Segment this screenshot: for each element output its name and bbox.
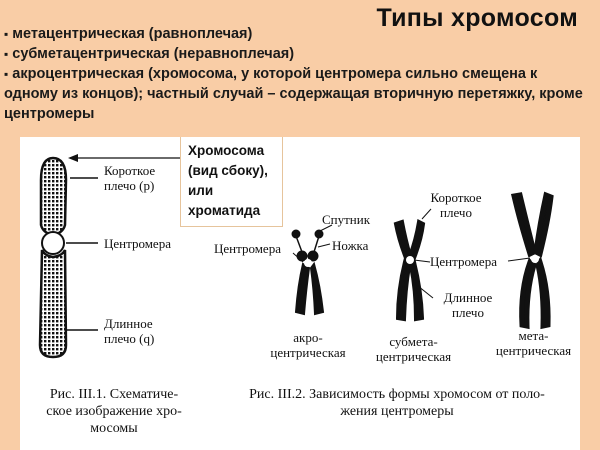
submeta-long-arm-line2: плечо <box>452 305 484 320</box>
schematic-chromosome <box>38 154 182 359</box>
submeta-long-arm-label: Длинное плечо <box>438 290 498 320</box>
long-arm-label: Длинное плечо (q) <box>104 316 154 346</box>
bullet-submetacentric: субметацентрическая (неравноплечая) <box>4 44 594 64</box>
bullet-list: метацентрическая (равноплечая) субметаце… <box>4 24 594 124</box>
submeta-centromere-label: Центромера <box>430 254 497 269</box>
stalk-label: Ножка <box>332 238 369 253</box>
figure2-caption-line1: Рис. III.2. Зависимость формы хромосом о… <box>249 387 545 402</box>
acro-centromere-label: Центромера <box>214 241 281 256</box>
short-arm-label-line2: плечо (p) <box>104 178 155 193</box>
figure2-caption-line2: жения центромеры <box>340 404 454 419</box>
satellite-label: Спутник <box>322 212 371 227</box>
callout-box: Хромосома (вид сбоку), или хроматида <box>180 137 283 227</box>
long-arm-label-line1: Длинное <box>104 316 153 331</box>
callout-line3: или <box>188 183 214 198</box>
bullet-acrocentric: акроцентрическая (хромосома, у которой ц… <box>4 64 594 124</box>
metacentric-name-line2: центрическая <box>495 343 572 358</box>
centromere-label: Центромера <box>104 236 171 251</box>
callout-line1: Хромосома <box>188 143 265 158</box>
acrocentric-name: акро- центрическая <box>258 330 358 360</box>
callout-line4: хроматида <box>188 203 261 218</box>
submeta-short-arm-label: Короткое плечо <box>426 190 486 220</box>
figure1-caption-line3: мосомы <box>90 421 138 436</box>
metacentric-name-line1: мета- <box>518 328 549 343</box>
metacentric-name: мета- центрическая <box>486 328 581 358</box>
short-arm-label: Короткое плечо (p) <box>104 163 155 193</box>
submeta-long-arm-line1: Длинное <box>443 290 493 305</box>
figure2-caption: Рис. III.2. Зависимость формы хромосом о… <box>212 386 582 420</box>
bullet-metacentric: метацентрическая (равноплечая) <box>4 24 594 44</box>
submetacentric-name: субмета- центрическая <box>366 334 461 364</box>
acrocentric-name-line1: акро- <box>293 330 323 345</box>
submeta-short-arm-line1: Короткое <box>430 190 482 205</box>
submetacentric-chromosome <box>393 208 434 322</box>
acrocentric-name-line2: центрическая <box>270 345 346 360</box>
submetacentric-name-line2: центрическая <box>375 349 452 364</box>
acrocentric-chromosome <box>291 224 333 316</box>
callout-line2: (вид сбоку), <box>188 163 268 178</box>
figure1-caption-line1: Рис. III.1. Схематиче- <box>49 387 179 402</box>
figure1-caption: Рис. III.1. Схематиче- ское изображение … <box>24 386 204 437</box>
submetacentric-name-line1: субмета- <box>389 334 438 349</box>
short-arm-label-line1: Короткое <box>104 163 156 178</box>
submeta-short-arm-line2: плечо <box>440 205 472 220</box>
metacentric-chromosome <box>507 191 554 330</box>
long-arm-label-line2: плечо (q) <box>104 331 155 346</box>
figure1-caption-line2: ское изображение хро- <box>46 404 182 419</box>
